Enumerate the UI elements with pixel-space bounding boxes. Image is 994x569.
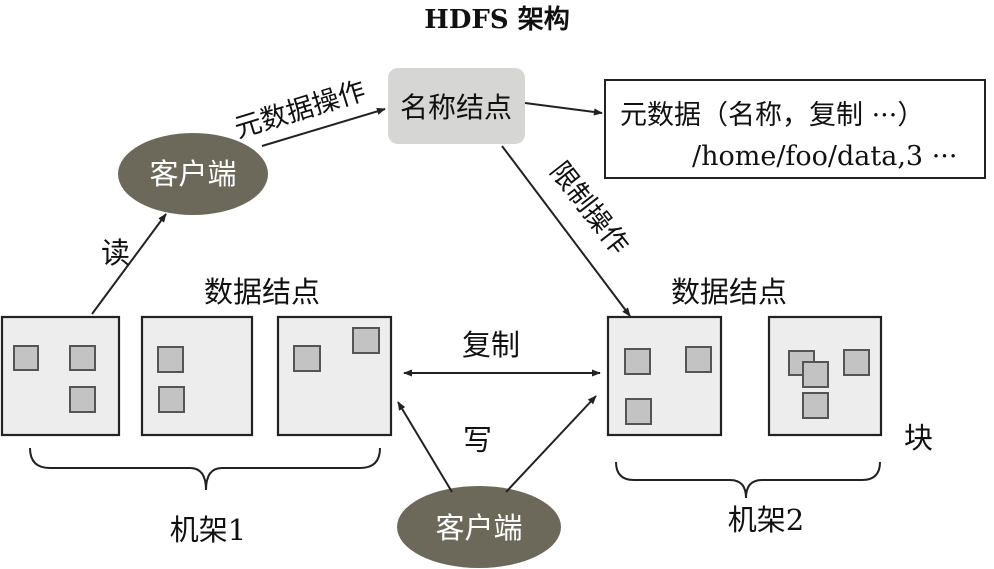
rack1-datanodes-label: 数据结点 [204,275,320,309]
client-bottom-label: 客户端 [435,511,522,545]
rack1-datanode-2[interactable] [140,315,254,437]
block [293,345,321,372]
block [69,386,96,413]
rack2-datanode-2[interactable] [767,315,883,437]
rack1: 数据结点 机架1 [0,275,393,547]
block [352,327,380,354]
block [624,348,651,375]
client-top[interactable]: 客户端 [118,133,268,215]
block [625,398,652,425]
edge-label-write: 写 [463,423,492,457]
rack2-datanode-1[interactable] [606,315,723,437]
namenode-label: 名称结点 [400,91,512,124]
metadata-box: 元数据（名称，复制 ···） /home/foo/data,3 ··· [604,79,986,179]
arrow-write-right [505,395,597,493]
block [69,345,96,371]
edge-label-replication: 复制 [462,328,520,362]
rack2-brace [615,461,881,499]
client-bottom[interactable]: 客户端 [397,486,561,568]
block [158,386,185,413]
block [802,361,829,388]
rack1-brace [29,447,381,491]
client-top-label: 客户端 [149,157,236,191]
metadata-line-1: 元数据（名称，复制 ···） [620,100,924,131]
client-top-ellipse [118,133,268,215]
arrow-read [91,213,167,315]
arrow-metadata-ops [261,107,386,147]
namenode[interactable]: 名称结点 [388,68,525,144]
arrow-block-ops [501,145,631,317]
namenode-box [388,68,525,144]
rack1-datanode-3[interactable] [276,315,393,437]
block [157,346,184,373]
block [13,345,39,371]
block [843,349,870,376]
client-bottom-ellipse [397,486,561,568]
rack1-label: 机架1 [170,513,246,547]
arrow-write-left [397,401,453,493]
arrow-namenode-to-metadata [524,102,603,116]
block [685,346,712,373]
rack2-datanodes-label: 数据结点 [671,275,787,309]
rack2-label: 机架2 [728,503,804,537]
block [802,392,829,419]
edge-label-read: 读 [101,236,130,270]
block-legend-label: 块 [904,421,933,455]
rack1-datanode-1[interactable] [0,315,121,437]
rack2: 数据结点 机架2 [606,275,883,537]
diagram-title: HDFS 架构 [424,5,569,35]
metadata-line-2: /home/foo/data,3 ··· [692,141,957,172]
metadata-box-frame [604,79,986,179]
